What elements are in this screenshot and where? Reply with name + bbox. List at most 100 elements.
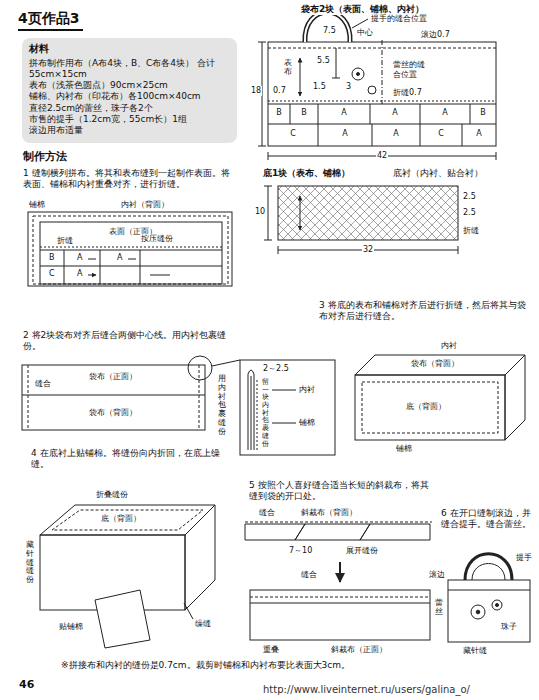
bias-strip bbox=[245, 522, 432, 640]
cell-lines bbox=[318, 124, 462, 146]
top bbox=[40, 222, 222, 284]
band-line bbox=[250, 603, 430, 604]
part-label: 2.5 bbox=[462, 208, 477, 218]
quilt-line bbox=[40, 247, 222, 248]
step-note: 3 将底的表布和铺棉对齐后进行折缝，然后将其与袋布对齐后进行缝合。 bbox=[318, 300, 530, 322]
vertical-label: 留一块内衬包裹缝份 bbox=[262, 378, 269, 449]
part-label: 斜裁布（背面） bbox=[300, 508, 358, 518]
part-label: 藏针缝 bbox=[462, 646, 488, 656]
material-line: 直径2.5cm的蕾丝，珠子各2个 bbox=[29, 103, 230, 114]
lace-mark bbox=[352, 68, 364, 80]
part-label: 42 bbox=[376, 151, 388, 161]
part-label: C bbox=[289, 129, 297, 139]
part-label: A bbox=[391, 108, 398, 118]
part-label: 提手的缝合位置 bbox=[370, 14, 428, 24]
leader-line bbox=[184, 603, 193, 619]
press-arrows bbox=[88, 259, 170, 275]
bag-box bbox=[355, 355, 525, 440]
part-label: 按压缝份 bbox=[140, 234, 174, 244]
part-label: 内衬 bbox=[298, 385, 316, 395]
part-label: 折缝0.7 bbox=[392, 88, 423, 98]
part-label: 内衬（背面） bbox=[120, 200, 170, 210]
grain-arrow bbox=[300, 58, 301, 96]
vertical-label: 用内衬包裹缝份 bbox=[218, 374, 226, 438]
dimension-tick bbox=[332, 78, 340, 79]
part-label: 7～10 bbox=[288, 546, 313, 556]
part-label: 32 bbox=[362, 245, 374, 255]
part-label: 提手 bbox=[515, 553, 533, 563]
top-face bbox=[40, 505, 215, 535]
seam bbox=[245, 522, 432, 523]
part-label: 袋布（背面） bbox=[88, 408, 138, 418]
vertical-label: 表布 bbox=[284, 58, 292, 78]
handle-inner bbox=[305, 12, 350, 42]
vertical-label: 蕾丝 bbox=[435, 598, 443, 618]
part-label: A bbox=[340, 108, 347, 118]
part-label: 底（背面） bbox=[405, 402, 447, 412]
bead bbox=[496, 604, 499, 607]
part-label: A bbox=[392, 129, 399, 139]
part-label: 18 bbox=[250, 86, 262, 96]
part-label: C bbox=[437, 129, 445, 139]
part-label: A bbox=[76, 253, 83, 263]
part-label: 0.7 bbox=[272, 86, 287, 96]
part-label: 斜裁布（正面） bbox=[330, 645, 388, 655]
part-label: 折缝 bbox=[56, 236, 74, 246]
materials-box: 材料拼布制作用布（A布4块，B、C布各4块） 合计55cm×15cm表布（浅茶色… bbox=[22, 38, 237, 143]
part-label: A bbox=[441, 108, 448, 118]
handle bbox=[465, 554, 512, 580]
step-note: 1 缝制横列拼布。将其和表布缝到一起制作表面。将表面、铺棉和内衬重叠对齐，进行折… bbox=[22, 168, 236, 190]
part-label: 缲缝 bbox=[194, 619, 212, 629]
material-line: 滚边用布适量 bbox=[29, 125, 230, 136]
lining-flap bbox=[95, 590, 150, 648]
bag-outline bbox=[448, 580, 530, 642]
part-label: 铺棉 bbox=[298, 418, 316, 428]
batting bbox=[33, 216, 228, 284]
down-arrow bbox=[339, 562, 341, 582]
zoom-circle bbox=[188, 356, 212, 380]
material-line: 市售的提手（1.2cm宽，55cm长）1组 bbox=[29, 114, 230, 125]
part-label: 铺棉 bbox=[395, 444, 413, 454]
zoom-line bbox=[212, 360, 240, 366]
lace bbox=[492, 600, 502, 610]
dimension-line bbox=[268, 186, 269, 240]
seam bbox=[362, 382, 498, 433]
part-label: http://www.liveinternet.ru/users/galina_… bbox=[262, 684, 471, 696]
seam bbox=[257, 380, 258, 450]
step-note: 6 在开口缝制滚边，并缝合提手。缝合蕾丝。 bbox=[440, 508, 537, 530]
grain-arrow bbox=[300, 196, 301, 230]
part-label: 袋布（正面） bbox=[88, 372, 138, 382]
lining bbox=[28, 212, 232, 286]
part-label: 袋布（背面） bbox=[410, 359, 460, 369]
part-label: 缝合 bbox=[300, 570, 318, 580]
dimension-line bbox=[336, 48, 337, 78]
part-label: 滚边0.7 bbox=[420, 30, 451, 40]
center-line bbox=[382, 40, 383, 104]
dimension-tick bbox=[268, 152, 496, 160]
cell-lines bbox=[290, 104, 470, 124]
part-label: 折叠缝份 bbox=[95, 490, 129, 500]
part-label: 2.5 bbox=[462, 192, 477, 202]
bottom-piece bbox=[264, 186, 458, 254]
bag-outline bbox=[22, 365, 205, 430]
part-label: 3 bbox=[345, 82, 352, 92]
bag-seam bbox=[22, 356, 335, 455]
quilt-line bbox=[268, 101, 496, 102]
lace-mark bbox=[368, 86, 376, 94]
part-label: 铺棉 bbox=[28, 200, 46, 210]
part-label: B bbox=[275, 108, 283, 118]
layers bbox=[248, 370, 254, 450]
material-line: 表布（浅茶色圆点）90cm×25cm bbox=[29, 80, 230, 91]
part-label: 缝合 bbox=[258, 508, 276, 518]
part-label: 折缝 bbox=[462, 226, 480, 236]
lace bbox=[471, 605, 485, 619]
dimension-tick bbox=[278, 246, 458, 254]
part-label: 7.5 bbox=[322, 26, 337, 36]
bottom-box bbox=[40, 505, 215, 648]
part-label: 1.5 bbox=[312, 82, 327, 92]
part-label: A bbox=[116, 253, 123, 263]
bead bbox=[476, 610, 480, 614]
seam bbox=[250, 597, 430, 598]
bead-mark bbox=[357, 73, 360, 76]
